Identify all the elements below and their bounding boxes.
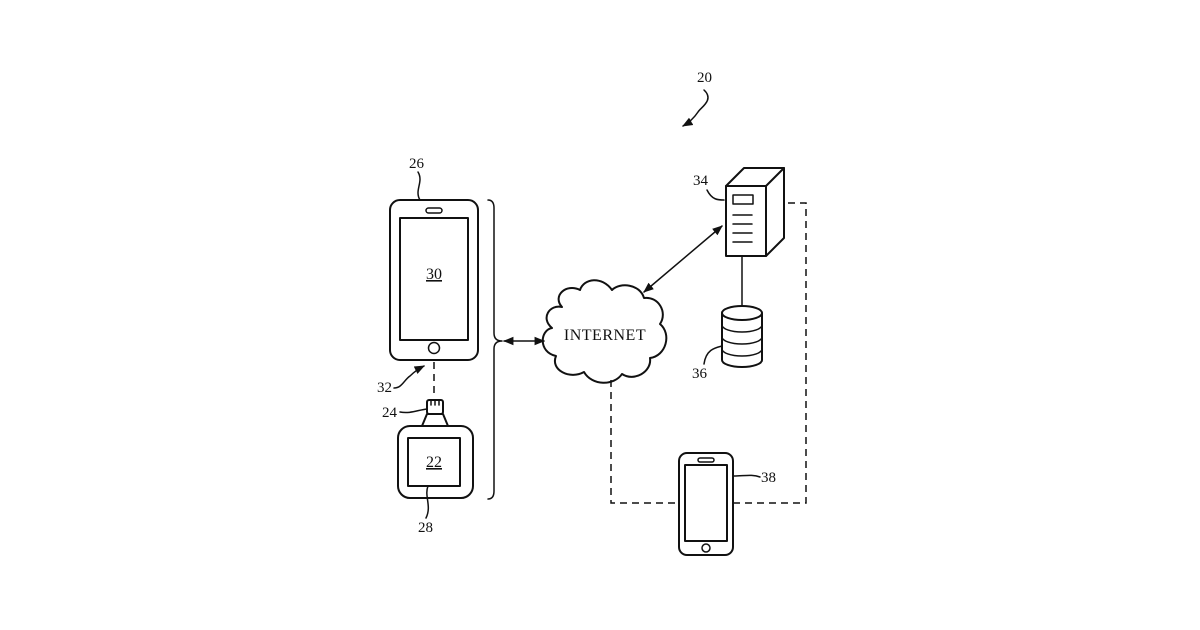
system-pointer-arrow — [683, 90, 708, 126]
ref-label-34: 34 — [693, 173, 709, 189]
database-cylinder — [722, 306, 762, 367]
ref-label-36: 36 — [692, 366, 708, 382]
server-tower — [726, 168, 784, 256]
cloud-server-arrow — [644, 226, 722, 292]
sensor-device — [398, 400, 473, 498]
phone-screen-label: 30 — [426, 266, 442, 283]
device-group-bracket — [488, 200, 502, 499]
ref-label-26: 26 — [409, 156, 425, 172]
ref-label-32: 32 — [377, 380, 392, 396]
remote-leader-line — [734, 475, 760, 477]
sensor-label: 22 — [426, 454, 442, 471]
link-pointer-arrow — [394, 366, 424, 388]
ref-label-24: 24 — [382, 405, 398, 421]
remote-server-link — [733, 203, 806, 503]
server-leader-line — [707, 190, 724, 200]
internet-label: INTERNET — [564, 327, 646, 344]
database-leader-line — [704, 346, 722, 364]
phone-leader-line — [418, 172, 420, 200]
connector-leader-line — [400, 409, 427, 413]
cloud-remote-link — [611, 380, 679, 503]
ref-label-38: 38 — [761, 470, 776, 486]
ref-label-20: 20 — [697, 70, 712, 86]
remote-smartphone — [679, 453, 733, 555]
ref-label-28: 28 — [418, 520, 433, 536]
housing-leader-line — [426, 486, 428, 518]
